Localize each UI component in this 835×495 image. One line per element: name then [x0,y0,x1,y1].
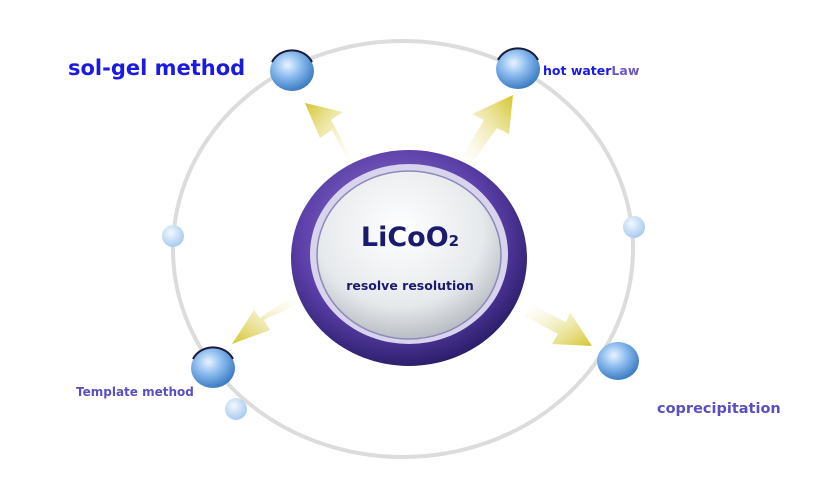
label-template-method: Template method [76,385,194,399]
arrow-to-template [232,295,300,344]
arrow-to-coprecipitation [524,304,592,346]
label-hydrothermal-prefix: hot water [543,63,612,78]
bead-template [191,346,235,388]
orbit-ring [171,39,635,459]
small-bead-bottom-left [225,398,247,420]
center-title-subscript: 2 [448,232,460,250]
arrow-to-sol-gel [305,103,352,168]
central-hub [291,150,527,366]
small-bead-left [162,225,184,247]
label-sol-gel-method: sol-gel method [68,56,246,80]
bead-hydrothermal [496,47,540,89]
label-coprecipitation: coprecipitation [657,401,781,417]
center-title-main: LiCoO [360,222,449,253]
bead-coprecipitation [597,342,639,380]
small-bead-right [623,216,645,238]
label-hydrothermal-suffix: Law [611,63,640,78]
bead-sol-gel [270,49,314,91]
center-title: LiCoO2 [340,222,480,253]
arrow-to-hydrothermal [460,95,513,166]
center-subtitle: resolve resolution [346,278,474,293]
label-hydrothermal-method: hot waterLaw [543,63,639,78]
